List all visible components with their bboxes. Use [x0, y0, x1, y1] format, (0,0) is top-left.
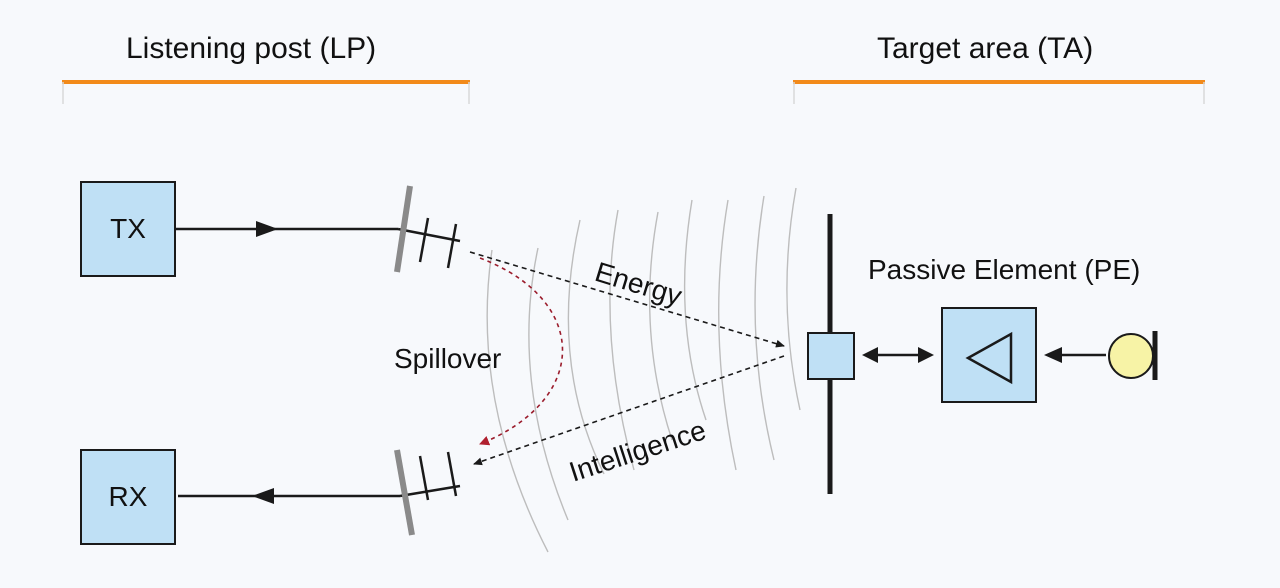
triangle-icon — [965, 331, 1013, 385]
rx-label: RX — [108, 481, 148, 512]
energy-arrow — [469, 251, 785, 348]
right-header-line — [793, 80, 1205, 104]
microphone-arrow — [1044, 347, 1106, 363]
tx-label: TX — [110, 213, 146, 244]
tx-antenna-icon — [394, 185, 458, 273]
rx-feed-line — [178, 484, 461, 504]
left-header-line — [62, 80, 470, 104]
bidirectional-arrow — [862, 347, 934, 363]
passive-element-box — [807, 332, 855, 380]
passive-element-label: Passive Element (PE) — [868, 254, 1141, 285]
wavefronts — [486, 187, 801, 553]
tx-feed-line — [175, 221, 461, 243]
amplifier-box — [941, 307, 1037, 403]
intelligence-arrow — [473, 355, 785, 466]
rx-antenna-icon — [394, 449, 458, 536]
spillover-arrow — [479, 257, 564, 446]
spillover-label: Spillover — [394, 343, 502, 374]
left-header-label: Listening post (LP) — [126, 32, 377, 65]
right-header-label: Target area (TA) — [877, 32, 1094, 65]
microphone-icon — [1108, 331, 1158, 380]
rx-box: RX — [80, 449, 176, 545]
tx-box: TX — [80, 181, 176, 277]
